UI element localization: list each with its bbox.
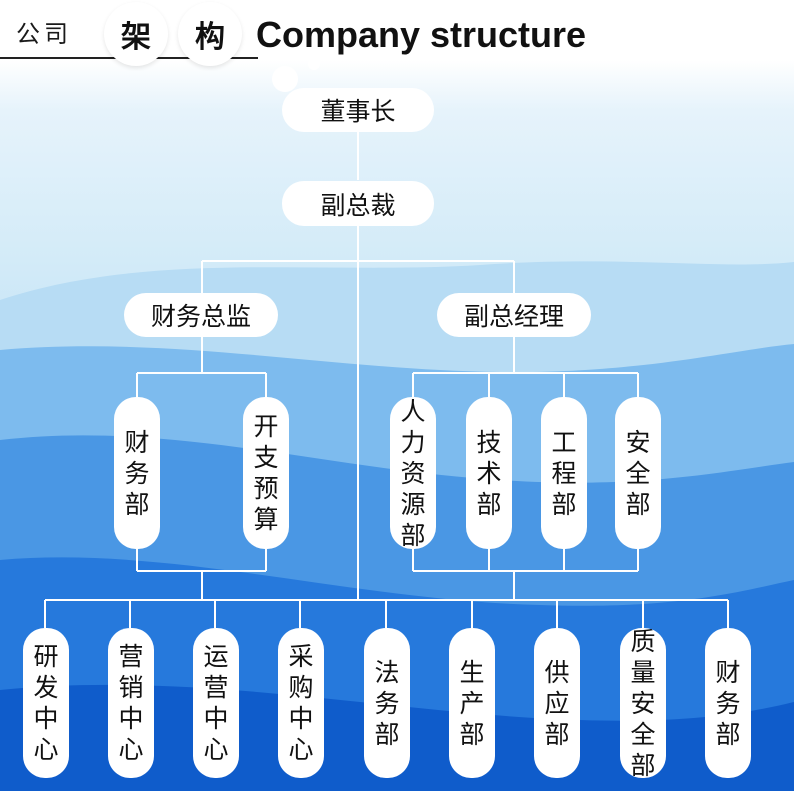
node-center-procurement: 采购中心: [278, 628, 324, 778]
node-label: 人力资源部: [400, 396, 426, 550]
node-label: 法务部: [374, 657, 400, 749]
node-label: 研发中心: [33, 642, 59, 764]
node-center-supply: 供应部: [534, 628, 580, 778]
node-label: 董事长: [320, 97, 396, 126]
node-label: 副总裁: [320, 190, 396, 220]
title-english: Company structure: [256, 14, 587, 55]
decor-bubble-small: [308, 58, 320, 70]
node-chairman: 董事长: [282, 88, 434, 132]
title-circle-char-1: 架: [104, 2, 168, 66]
node-label: 营销中心: [118, 642, 144, 764]
title-char-2: 构: [195, 20, 225, 55]
node-center-rnd: 研发中心: [23, 628, 69, 778]
node-center-marketing: 营销中心: [108, 628, 154, 778]
node-label: 采购中心: [288, 642, 314, 764]
node-label: 质量安全部: [630, 626, 656, 780]
title-row: 公司 架 构 Company structure: [0, 0, 794, 66]
node-label: 工程部: [551, 427, 577, 519]
node-label: 副总经理: [463, 302, 564, 331]
node-center-legal: 法务部: [364, 628, 410, 778]
node-dept-hr: 人力资源部: [390, 396, 436, 550]
node-label: 生产部: [459, 657, 485, 749]
node-vice-president: 副总裁: [282, 181, 434, 226]
decor-bubble-large: [272, 66, 298, 92]
node-label: 财务部: [715, 657, 741, 749]
node-label: 安全部: [625, 427, 651, 519]
node-dept-engineering: 工程部: [541, 397, 587, 549]
node-center-quality-safety: 质量安全部: [620, 626, 666, 780]
node-label: 技术部: [476, 427, 502, 519]
node-label: 财务总监: [150, 302, 251, 331]
title-cn-prefix: 公司: [16, 20, 72, 48]
node-dept-safety: 安全部: [615, 397, 661, 549]
title-char-1: 架: [121, 20, 151, 55]
title-circle-char-2: 构: [178, 2, 242, 66]
node-label: 供应部: [544, 657, 570, 749]
node-dept-finance: 财务部: [114, 397, 160, 549]
node-center-finance: 财务部: [705, 628, 751, 778]
node-label: 开支预算: [253, 412, 279, 534]
node-finance-director: 财务总监: [124, 293, 278, 337]
node-center-production: 生产部: [449, 628, 495, 778]
node-label: 运营中心: [203, 642, 229, 764]
node-label: 财务部: [124, 427, 150, 519]
node-dept-budget: 开支预算: [243, 397, 289, 549]
node-center-operations: 运营中心: [193, 628, 239, 778]
node-dept-tech: 技术部: [466, 397, 512, 549]
node-deputy-gm: 副总经理: [437, 293, 591, 337]
